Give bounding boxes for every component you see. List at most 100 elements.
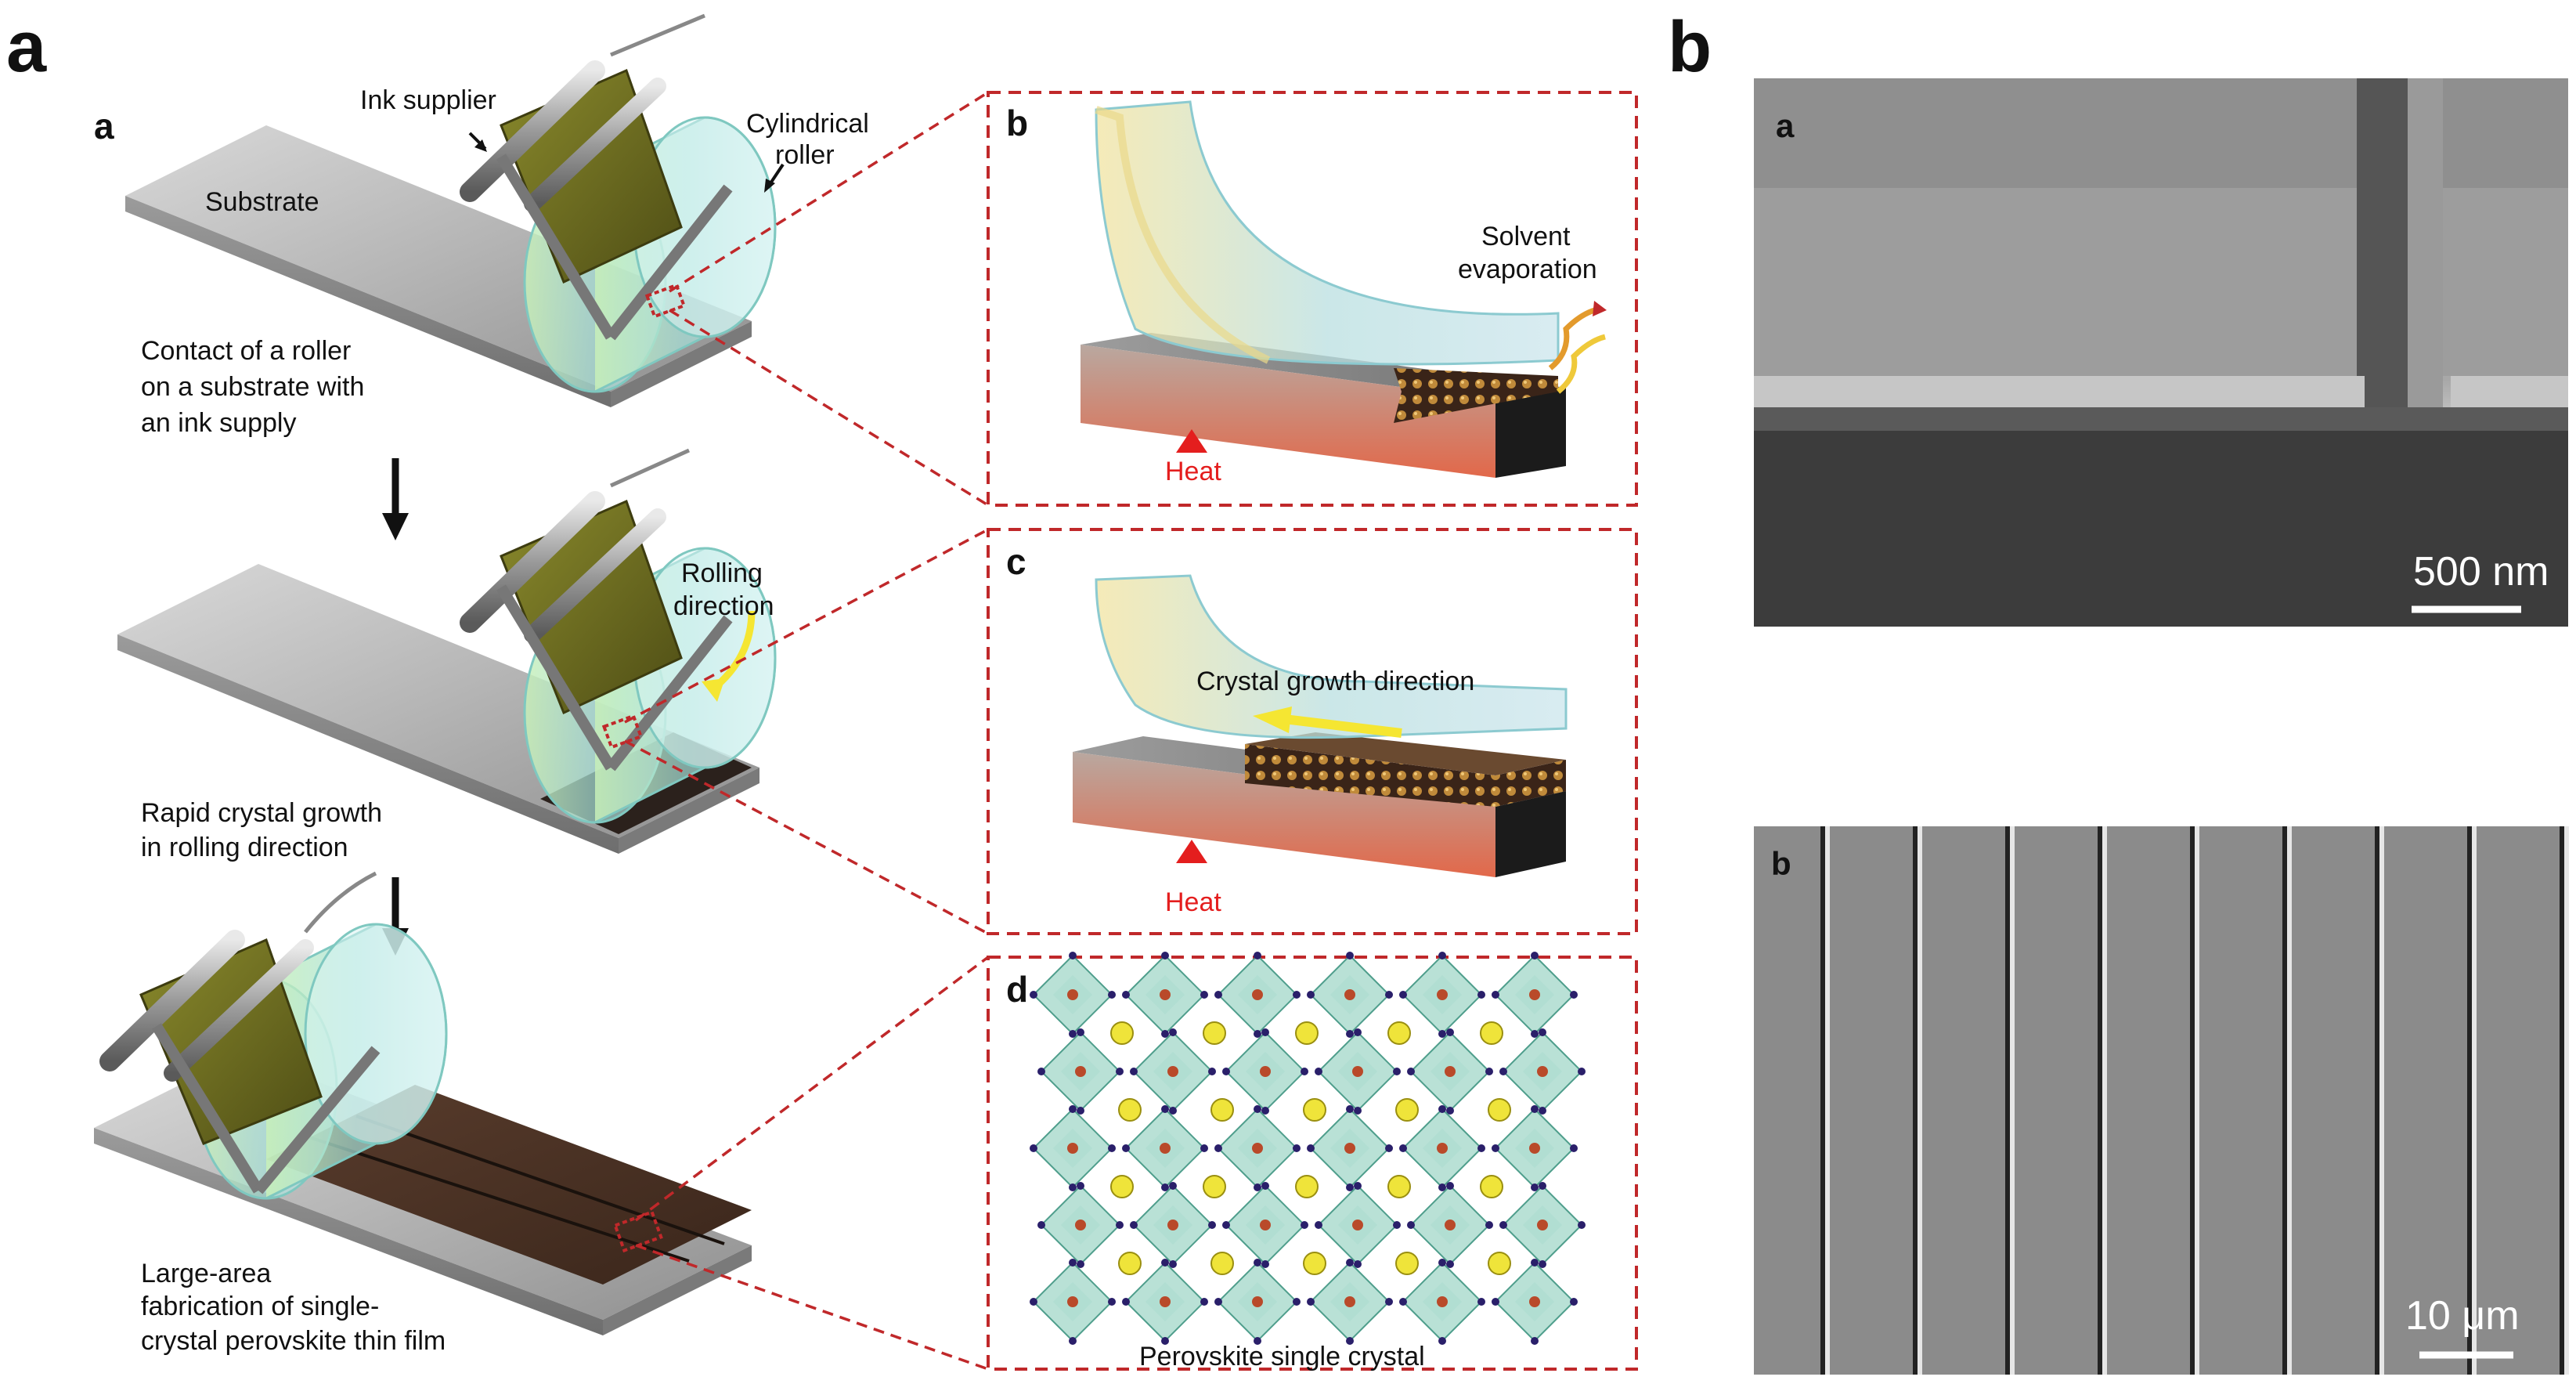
halide-atom <box>1354 1182 1362 1190</box>
halide-atom <box>1161 952 1169 959</box>
halide-atom <box>1254 1259 1261 1267</box>
b-site-atom <box>1537 1066 1548 1077</box>
halide-atom <box>1069 952 1077 959</box>
halide-atom <box>1077 1182 1084 1190</box>
a-site-atom <box>1295 1021 1319 1045</box>
panel-a-letter: a <box>6 7 47 87</box>
halide-atom <box>1492 1144 1499 1152</box>
ink-supplier-label: Ink supplier <box>360 85 496 115</box>
groove-edge <box>2102 826 2107 1375</box>
step2-caption-1: Rapid crystal growth <box>141 798 383 828</box>
halide-atom <box>1446 1260 1454 1268</box>
a-site-atom <box>1480 1021 1503 1045</box>
b-site-atom <box>1445 1066 1456 1077</box>
a-site-atom <box>1303 1252 1326 1275</box>
halide-atom <box>1385 1298 1393 1306</box>
a-site-atom <box>1395 1252 1419 1275</box>
halide-atom <box>1069 1337 1077 1345</box>
halide-atom <box>1130 1068 1138 1075</box>
halide-atom <box>1077 1260 1084 1268</box>
rolling-direction-label-2: direction <box>673 591 774 621</box>
halide-atom <box>1169 1260 1177 1268</box>
rolling-direction-label-1: Rolling <box>681 558 763 588</box>
halide-atom <box>1539 1260 1546 1268</box>
b-site-atom <box>1067 989 1078 1000</box>
halide-atom <box>1200 1298 1208 1306</box>
b-site-atom <box>1437 1143 1448 1154</box>
halide-atom <box>1477 991 1485 999</box>
halide-atom <box>1438 1183 1446 1191</box>
halide-atom <box>1116 1068 1124 1075</box>
sem-b-label: b <box>1771 845 1791 882</box>
sem-image-b <box>1754 826 2569 1375</box>
halide-atom <box>1477 1144 1485 1152</box>
halide-atom <box>1438 1030 1446 1038</box>
groove-shadow <box>2190 826 2195 1375</box>
halide-atom <box>1254 1105 1261 1113</box>
halide-atom <box>1069 1183 1077 1191</box>
halide-atom <box>1492 991 1499 999</box>
a-site-atom <box>1387 1175 1411 1198</box>
sem-image-a <box>1754 78 2568 627</box>
halide-atom <box>1214 1144 1222 1152</box>
halide-atom <box>1161 1105 1169 1113</box>
a-site-atom <box>1303 1098 1326 1122</box>
halide-atom <box>1169 1182 1177 1190</box>
halide-atom <box>1030 1144 1037 1152</box>
a-site-atom <box>1118 1252 1142 1275</box>
halide-atom <box>1037 1221 1045 1229</box>
halide-atom <box>1030 991 1037 999</box>
groove-edge <box>1918 826 1922 1375</box>
halide-atom <box>1438 952 1446 959</box>
halide-atom <box>1169 1107 1177 1115</box>
halide-atom <box>1307 991 1315 999</box>
a-site-atom <box>1203 1175 1226 1198</box>
halide-atom <box>1354 1028 1362 1036</box>
groove-edge <box>2379 826 2384 1375</box>
halide-atom <box>1293 991 1301 999</box>
halide-atom <box>1570 1144 1578 1152</box>
b-site-atom <box>1437 1296 1448 1307</box>
halide-atom <box>1499 1068 1507 1075</box>
halide-atom <box>1385 991 1393 999</box>
halide-atom <box>1446 1107 1454 1115</box>
groove-edge <box>2472 826 2477 1375</box>
b-site-atom <box>1252 1296 1263 1307</box>
halide-atom <box>1077 1028 1084 1036</box>
inset-c-illustration <box>1073 574 1568 877</box>
substrate-label: Substrate <box>205 187 319 217</box>
halide-atom <box>1531 1030 1539 1038</box>
groove-shadow <box>2375 826 2379 1375</box>
halide-atom <box>1116 1221 1124 1229</box>
a-site-atom <box>1118 1098 1142 1122</box>
halide-atom <box>1346 1259 1354 1267</box>
halide-atom <box>1346 1105 1354 1113</box>
halide-atom <box>1208 1068 1216 1075</box>
halide-atom <box>1161 1259 1169 1267</box>
panel-b-letter: b <box>1668 7 1712 87</box>
halide-atom <box>1407 1068 1415 1075</box>
halide-atom <box>1446 1182 1454 1190</box>
b-site-atom <box>1075 1066 1086 1077</box>
halide-atom <box>1531 1105 1539 1113</box>
solvent-evaporation-label-1: Solvent <box>1481 222 1571 251</box>
groove-edge <box>2010 826 2015 1375</box>
b-site-atom <box>1167 1220 1178 1230</box>
sub-panel-c-letter: c <box>1006 541 1026 582</box>
halide-atom <box>1393 1068 1401 1075</box>
a-site-atom <box>1387 1021 1411 1045</box>
sem-a-scale-label: 500 nm <box>2413 549 2549 594</box>
halide-atom <box>1399 991 1407 999</box>
b-site-atom <box>1160 1143 1171 1154</box>
halide-atom <box>1161 1183 1169 1191</box>
b-site-atom <box>1252 989 1263 1000</box>
b-site-atom <box>1167 1066 1178 1077</box>
halide-atom <box>1254 1030 1261 1038</box>
halide-atom <box>1254 1337 1261 1345</box>
a-site-atom <box>1110 1021 1134 1045</box>
b-site-atom <box>1352 1220 1363 1230</box>
halide-atom <box>1315 1221 1322 1229</box>
perovskite-caption: Perovskite single crystal <box>1139 1342 1425 1371</box>
halide-atom <box>1200 1144 1208 1152</box>
